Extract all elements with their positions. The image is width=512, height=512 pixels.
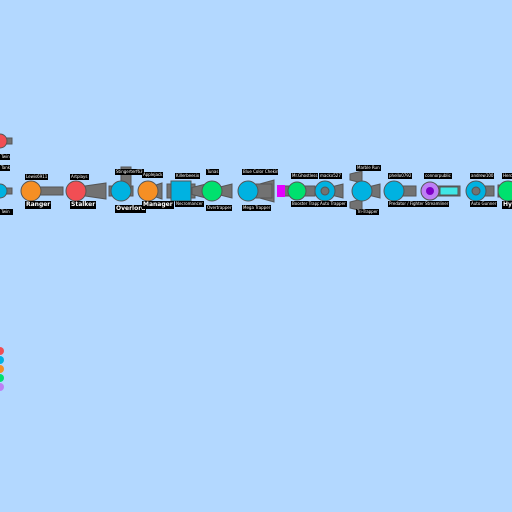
player-name-label: Mr.Ghostless (291, 173, 319, 179)
player-name-label: Applejack (142, 172, 164, 178)
tank-class-label: Hybrid (502, 201, 512, 209)
player-name-label: Marble Run (356, 165, 381, 171)
tank (108, 166, 134, 202)
tank-class-label: Streamliner (424, 201, 450, 207)
team-color-swatch (0, 347, 4, 355)
edge-label: Twin (0, 209, 13, 215)
tank-class-label: Mega Trapper (242, 205, 272, 211)
tank (237, 179, 275, 203)
tank (20, 180, 64, 202)
edge-label: Tank (0, 165, 10, 171)
tank-body (0, 133, 8, 149)
tank (349, 170, 381, 212)
tank-body (110, 180, 132, 202)
tank (420, 181, 461, 201)
tank-class-label: Predator / Fighter (388, 201, 424, 207)
tank-body (237, 180, 259, 202)
tanks-layer (0, 133, 512, 212)
player-name-label: Blue Color Cheking (242, 169, 278, 175)
player-name-label: Artplays (70, 174, 89, 180)
player-name-label: connorpublic (424, 173, 452, 179)
tank-class-label: Booster Trapper (291, 201, 325, 207)
tank (314, 180, 344, 202)
tank (137, 180, 163, 202)
player-name-label: Tunas (206, 169, 220, 175)
tank-class-label: Ranger (25, 201, 52, 209)
tank-class-label: Overtrapper (206, 205, 233, 211)
tank (465, 180, 495, 202)
auto-turret (320, 186, 330, 196)
player-name-label: Lewis6911 (25, 174, 49, 180)
tank-class-label: Auto Gunner (470, 201, 498, 207)
tank-class-label: Overlord (115, 205, 147, 213)
edge-label: Twin (0, 154, 10, 160)
player-name-label: mackx527 (319, 173, 342, 179)
tank (191, 180, 233, 202)
tank (277, 181, 316, 201)
auto-turret (471, 186, 481, 196)
color-swatches (0, 347, 4, 391)
player-name-label: andrew100 (470, 173, 495, 179)
tank-class-label: Manager (142, 201, 174, 209)
team-color-swatch (0, 356, 4, 364)
tank (497, 180, 512, 202)
player-name-label: Killerbeesix (175, 173, 201, 179)
tank-class-label: Tri-Trapper (356, 209, 379, 215)
player-name-label: Herc (502, 173, 512, 179)
edge-tank (0, 133, 13, 199)
tank-class-label: Necromancer (175, 201, 204, 207)
tank-class-label: Auto Trapper (319, 201, 347, 207)
team-color-swatch (0, 374, 4, 382)
tank-body (201, 180, 223, 202)
team-color-swatch (0, 383, 4, 391)
tank (65, 180, 107, 202)
tank-body (287, 181, 307, 201)
player-name-label: Stingerterf63 (115, 169, 144, 175)
tank-class-label: Stalker (70, 201, 97, 209)
tank-body (351, 180, 373, 202)
team-color-swatch (0, 365, 4, 373)
player-name-label: phello0792 (388, 173, 413, 179)
booster-nozzle (277, 185, 285, 197)
stream-barrels (439, 186, 459, 196)
tank-body (0, 183, 8, 199)
tank-core (426, 187, 434, 195)
